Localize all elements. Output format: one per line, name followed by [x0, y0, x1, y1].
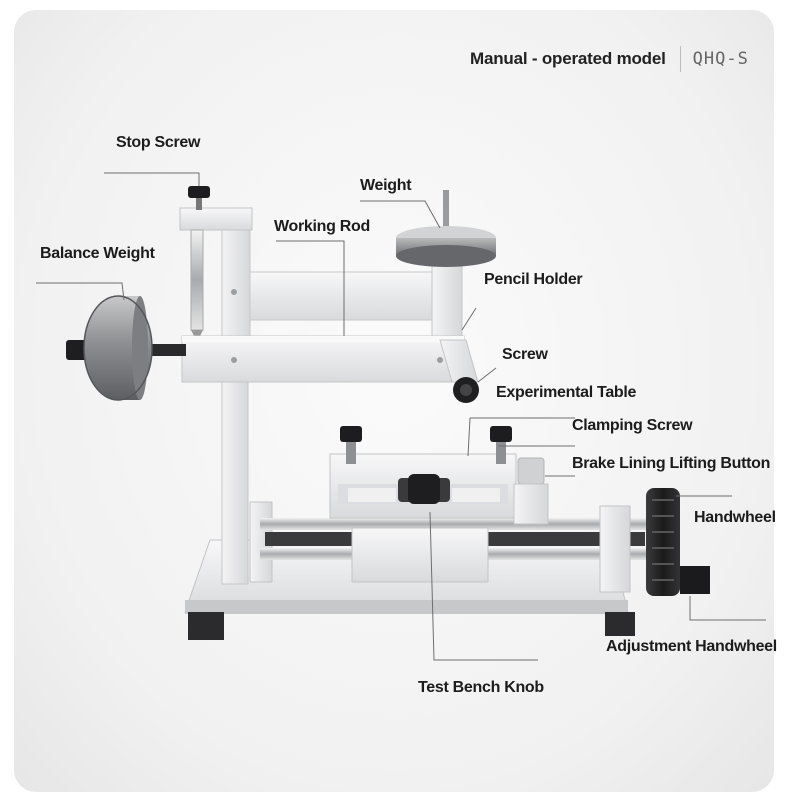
- model-header: Manual - operated model QHQ-S: [470, 46, 749, 72]
- model-code: QHQ-S: [692, 49, 749, 69]
- adjustment-handwheel-shape: [680, 566, 710, 594]
- label-weight: Weight: [360, 177, 412, 194]
- label-handwheel: Handwheel: [694, 509, 776, 526]
- label-stop-screw: Stop Screw: [116, 134, 201, 151]
- label-adjustment-handwheel: Adjustment Handwheel: [606, 638, 777, 655]
- balance-weight: [66, 295, 186, 401]
- label-test-bench-knob: Test Bench Knob: [418, 679, 544, 696]
- upper-arm: [231, 249, 463, 347]
- experimental-table: [329, 453, 517, 519]
- label-brake-lining-lifting-button: Brake Lining Lifting Button: [572, 455, 771, 472]
- label-clamping-screw: Clamping Screw: [572, 417, 693, 434]
- label-working-rod: Working Rod: [274, 218, 370, 235]
- label-screw: Screw: [502, 346, 548, 363]
- weight-disc: [396, 190, 496, 267]
- base-foot-right: [605, 612, 635, 636]
- clamping-screws: [340, 426, 512, 464]
- base-foot-left: [188, 612, 224, 640]
- label-balance-weight: Balance Weight: [40, 245, 155, 262]
- label-pencil-holder: Pencil Holder: [484, 271, 583, 288]
- pencil-screw: [453, 377, 479, 403]
- brake-lining-button: [513, 457, 549, 525]
- leader-lines: [36, 172, 766, 661]
- model-description: Manual - operated model: [470, 49, 666, 68]
- carriage: [351, 527, 489, 583]
- stop-screw: [188, 186, 210, 342]
- stop-screw-bracket: [179, 207, 253, 231]
- label-experimental-table: Experimental Table: [496, 384, 637, 401]
- diagram-background: [14, 10, 774, 792]
- handwheel-shape: [646, 488, 710, 596]
- header-divider: [679, 46, 681, 72]
- lower-beam: [181, 335, 479, 383]
- column: [179, 207, 253, 585]
